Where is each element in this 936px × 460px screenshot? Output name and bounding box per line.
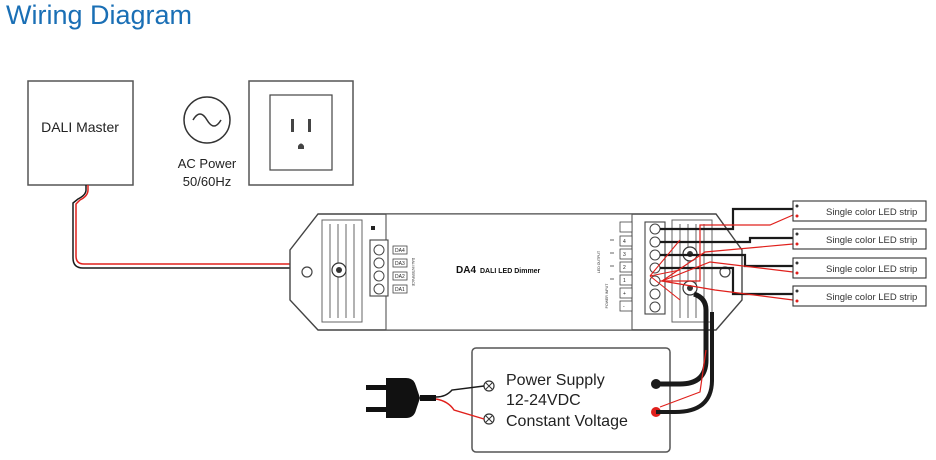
ac-power-label: AC Power (178, 156, 237, 171)
led-strip: Single color LED strip (792, 200, 927, 222)
dali-bus-wires (72, 185, 372, 269)
dimmer-unit: DA4 DA3 DA2 DA1 DALI INTERFACE DA4 DALI … (289, 213, 743, 331)
power-input-label: POWER INPUT (605, 283, 609, 309)
led-strip: Single color LED strip (792, 285, 927, 307)
led-strip-label: Single color LED strip (826, 292, 917, 303)
dali-port-label: DA3 (395, 261, 405, 267)
dimmer-name: DALI LED Dimmer (480, 268, 541, 275)
power-terminal-label: + (623, 291, 626, 297)
dali-master-label: DALI Master (41, 119, 119, 135)
dali-port-label: DA4 (395, 248, 405, 254)
led-strips: Single color LED strip Single color LED … (792, 200, 927, 307)
output-terminal-label: 4 (623, 239, 626, 245)
output-terminal-label: 1 (623, 278, 626, 284)
led-strip: Single color LED strip (792, 228, 927, 250)
ac-frequency-label: 50/60Hz (183, 174, 231, 189)
page-title: Wiring Diagram (6, 0, 193, 30)
led-strip-label: Single color LED strip (826, 264, 917, 275)
wall-outlet-icon (248, 80, 354, 186)
output-terminal-label: 3 (623, 252, 626, 258)
power-terminal-label: - (623, 304, 625, 310)
dali-master: DALI Master (27, 80, 134, 186)
power-supply-type: Constant Voltage (506, 413, 628, 430)
led-strip-label: Single color LED strip (826, 207, 917, 218)
ac-input-wires (435, 385, 485, 420)
dali-port-label: DA2 (395, 274, 405, 280)
dimmer-model: DA4 (456, 265, 476, 276)
led-strip: Single color LED strip (792, 257, 927, 279)
ac-plug-icon (366, 378, 436, 418)
dali-interface-label: DALI INTERFACE (411, 258, 415, 287)
ac-power-symbol: AC Power 50/60Hz (178, 96, 237, 189)
dali-port-label: DA1 (395, 287, 405, 293)
power-supply-voltage: 12-24VDC (506, 392, 581, 409)
power-supply: Power Supply 12-24VDC Constant Voltage (471, 347, 671, 453)
led-output-label: LED OUTPUT (597, 250, 601, 273)
power-supply-title: Power Supply (506, 372, 605, 389)
led-strip-label: Single color LED strip (826, 235, 917, 246)
led-output-wires (649, 207, 794, 301)
output-terminal-label: 2 (623, 265, 626, 271)
dc-power-cable (656, 291, 714, 414)
